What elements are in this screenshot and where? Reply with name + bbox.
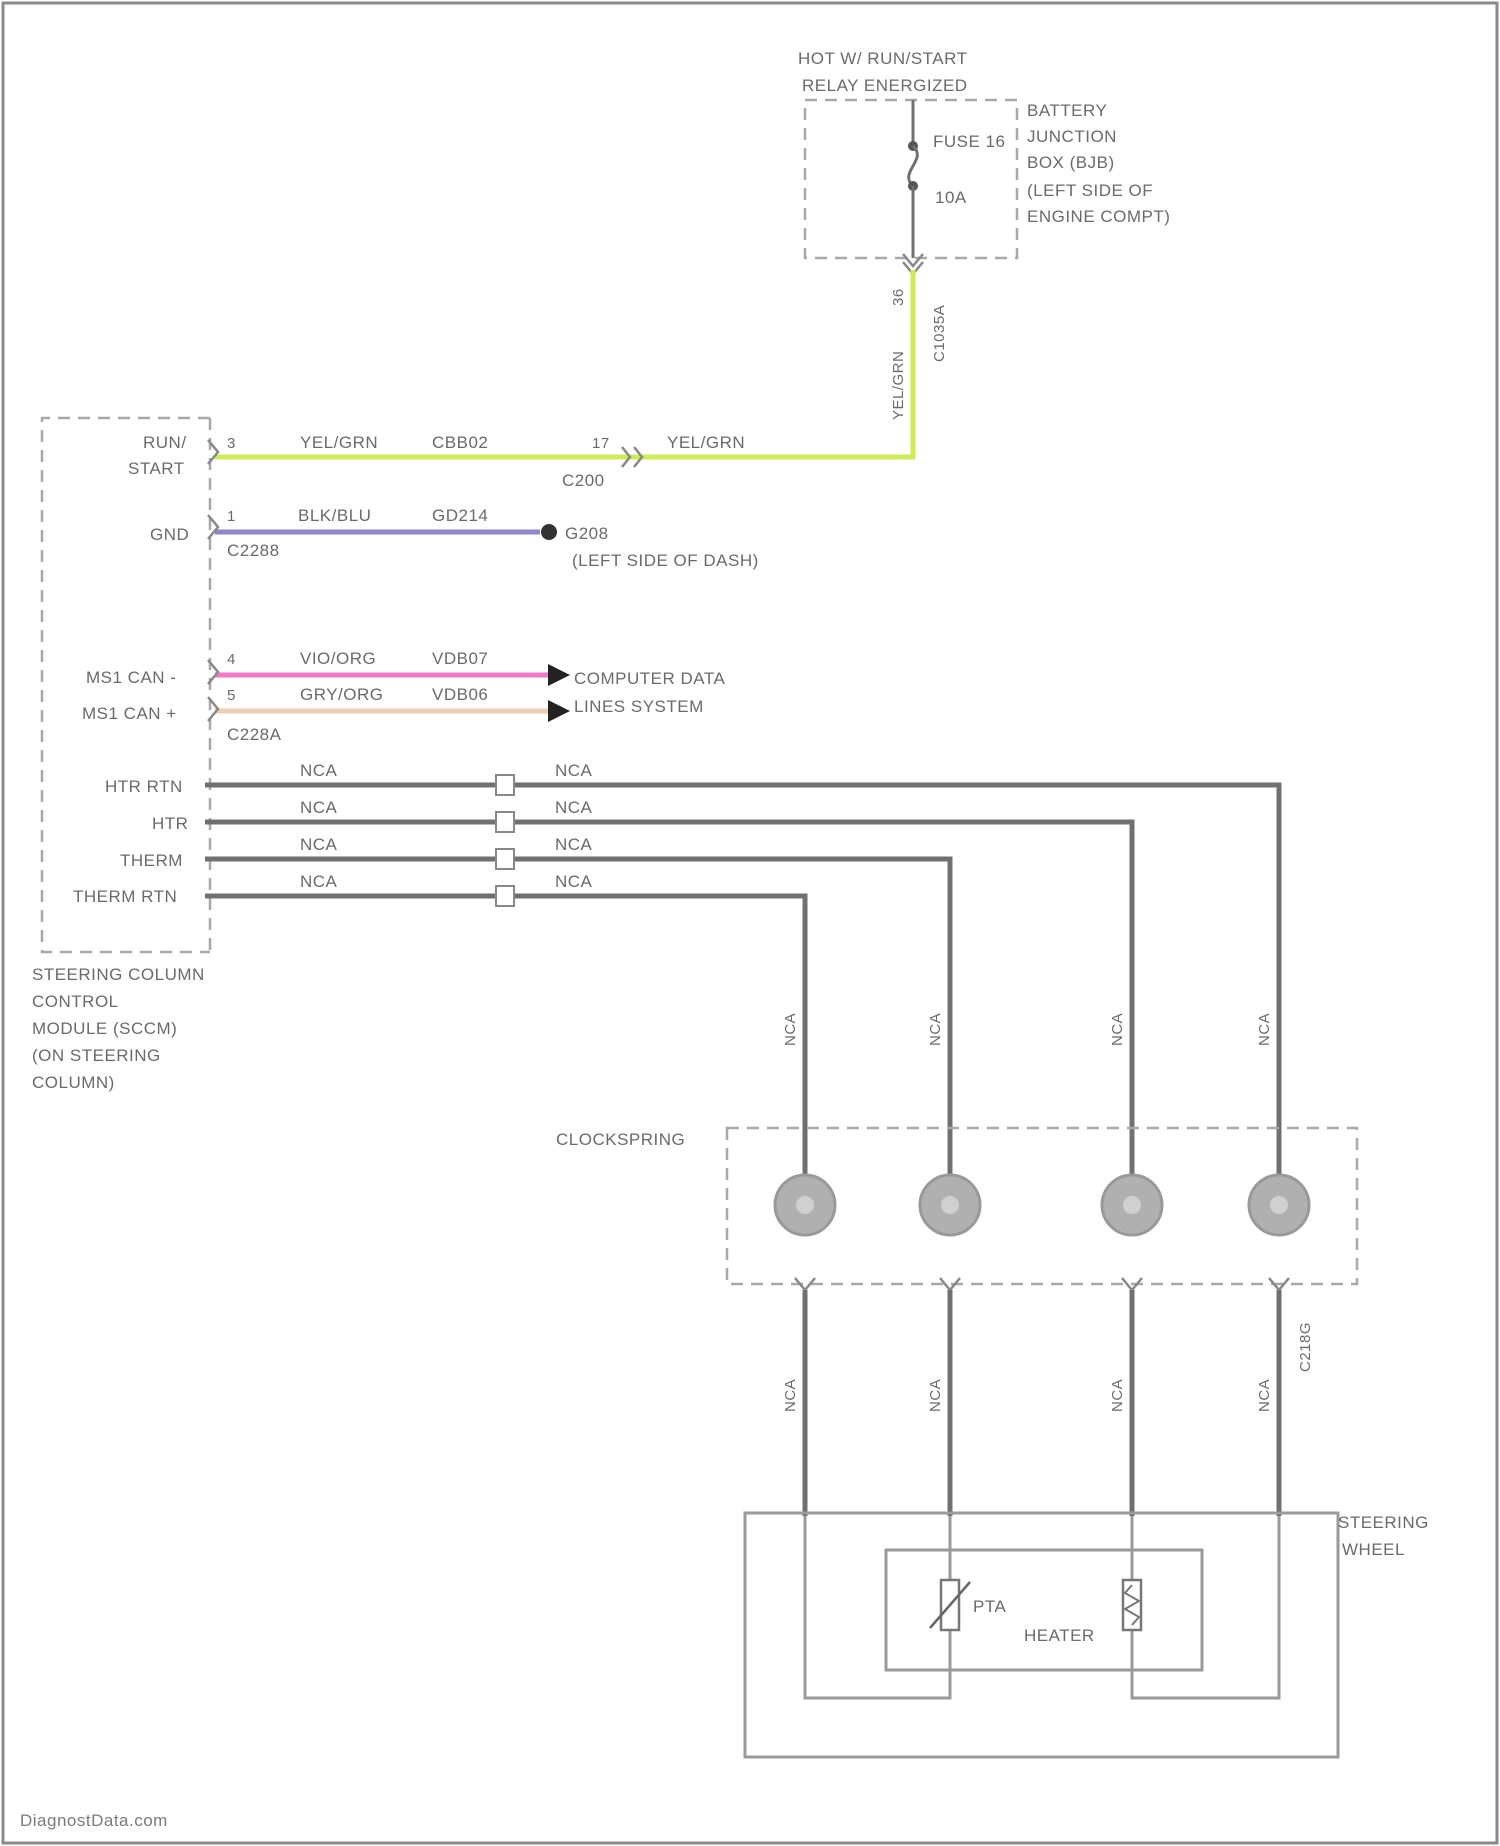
nca-vertical-label: NCA (927, 1013, 944, 1046)
nca-label: NCA (555, 835, 593, 854)
htr-label: HTR (152, 814, 188, 833)
can-minus-pin: 4 (227, 651, 236, 668)
fuse-symbol (909, 146, 918, 186)
nca-label: NCA (555, 798, 593, 817)
nca-label: NCA (555, 761, 593, 780)
run-label: RUN/ (143, 433, 187, 452)
data-lines-label-1: COMPUTER DATA (574, 669, 725, 688)
can-minus-arrow (548, 664, 570, 686)
nca-label: NCA (300, 835, 338, 854)
gnd-connector: C2288 (227, 541, 280, 560)
clockspring-label: CLOCKSPRING (556, 1130, 685, 1149)
vertical-connector: C1035A (931, 305, 948, 362)
nca-lower-label: NCA (1109, 1379, 1126, 1412)
gnd-circuit-id: GD214 (432, 506, 488, 525)
run-start-wire-color-2: YEL/GRN (667, 433, 745, 452)
nca-vertical-label: NCA (782, 1013, 799, 1046)
steering-wheel-label-2: WHEEL (1342, 1540, 1405, 1559)
nca-label: NCA (555, 872, 593, 891)
ptc-label: PTA (973, 1597, 1006, 1616)
can-plus-arrow (548, 700, 570, 722)
data-lines-label-2: LINES SYSTEM (574, 697, 704, 716)
htr-rtn-label: HTR RTN (105, 777, 183, 796)
heater-circuits: NCA NCA NCA NCA NCA NCA NCA NCA NCA NCA … (205, 761, 1279, 1190)
clockspring-coil-hub (1270, 1196, 1288, 1214)
can-minus-label: MS1 CAN - (86, 668, 176, 687)
hot-label-line1: HOT W/ RUN/START (798, 49, 968, 68)
can-plus-label: MS1 CAN + (82, 704, 177, 723)
watermark: DiagnostData.com (20, 1811, 168, 1830)
can-minus-pin-connector (208, 660, 218, 684)
nca-lower-label: NCA (927, 1379, 944, 1412)
c200-label: C200 (562, 471, 605, 490)
therm-rtn-label: THERM RTN (73, 887, 177, 906)
steering-wheel-label-1: STEERING (1338, 1513, 1429, 1532)
gnd-pin: 1 (227, 508, 236, 525)
can-plus-circuit: VDB06 (432, 685, 488, 704)
run-start-circuit-id: CBB02 (432, 433, 488, 452)
nca-label: NCA (300, 798, 338, 817)
inline-connector-3 (496, 849, 514, 869)
inline-connector-4 (496, 886, 514, 906)
bjb-label-5: ENGINE COMPT) (1027, 207, 1170, 226)
battery-junction-box: HOT W/ RUN/START RELAY ENERGIZED FUSE 16… (798, 49, 1170, 274)
clockspring: CLOCKSPRING C218G NCA NCA NCA NCA (556, 1128, 1357, 1516)
gnd-wire-color: BLK/BLU (298, 506, 371, 525)
steering-column-control-module: RUN/ START GND MS1 CAN - MS1 CAN + HTR R… (32, 418, 210, 1092)
can-plus-color: GRY/ORG (300, 685, 383, 704)
vertical-pin: 36 (890, 288, 907, 306)
run-start-wire-color: YEL/GRN (300, 433, 378, 452)
heater-label: HEATER (1024, 1626, 1095, 1645)
gnd-label: GND (150, 525, 189, 544)
nca-lower-label: NCA (782, 1379, 799, 1412)
hot-label-line2: RELAY ENERGIZED (802, 76, 968, 95)
run-start-pin-connector (208, 440, 218, 464)
module-label-3: MODULE (SCCM) (32, 1019, 177, 1038)
clockspring-coil-hub (941, 1196, 959, 1214)
bjb-outline (805, 100, 1017, 258)
c200-pin: 17 (592, 435, 610, 452)
therm-label: THERM (120, 851, 183, 870)
run-start-pin: 3 (227, 435, 236, 452)
bjb-label-4: (LEFT SIDE OF (1027, 181, 1153, 200)
fuse-label: FUSE 16 (933, 132, 1005, 151)
clockspring-coil-hub (796, 1196, 814, 1214)
clockspring-connector-id: C218G (1297, 1322, 1314, 1372)
bjb-label-1: BATTERY (1027, 101, 1107, 120)
can-connector: C228A (227, 725, 282, 744)
bjb-label-2: JUNCTION (1027, 127, 1117, 146)
can-minus-color: VIO/ORG (300, 649, 376, 668)
vertical-wire-color: YEL/GRN (890, 351, 907, 420)
inline-connector-1 (496, 775, 514, 795)
fuse-rating: 10A (935, 188, 967, 207)
ground-id: G208 (565, 524, 609, 543)
can-plus-pin: 5 (227, 687, 236, 704)
nca-label: NCA (300, 761, 338, 780)
clockspring-coil-hub (1123, 1196, 1141, 1214)
bjb-label-3: BOX (BJB) (1027, 153, 1115, 172)
module-label-4: (ON STEERING (32, 1046, 161, 1065)
nca-vertical-label: NCA (1256, 1013, 1273, 1046)
can-bus: 4 VIO/ORG VDB07 5 GRY/ORG VDB06 C228A CO… (208, 649, 725, 744)
ground-circuit: 1 BLK/BLU GD214 C2288 G208 (LEFT SIDE OF… (208, 506, 759, 570)
heater-element-box (886, 1550, 1202, 1670)
inline-connector-2 (496, 812, 514, 832)
ground-point (541, 524, 557, 540)
run-start-feed: YEL/GRN 36 C1035A (890, 270, 948, 456)
ground-location: (LEFT SIDE OF DASH) (572, 551, 759, 570)
nca-vertical-label: NCA (1109, 1013, 1126, 1046)
steering-wheel: STEERING WHEEL PTA HEATER (745, 1513, 1429, 1757)
module-label-5: COLUMN) (32, 1073, 115, 1092)
module-label-2: CONTROL (32, 992, 119, 1011)
run-start-circuit: 3 YEL/GRN CBB02 17 C200 YEL/GRN (208, 433, 913, 490)
module-label-1: STEERING COLUMN (32, 965, 205, 984)
can-minus-circuit: VDB07 (432, 649, 488, 668)
nca-label: NCA (300, 872, 338, 891)
start-label: START (128, 459, 185, 478)
therm-rtn-wire (205, 896, 805, 1190)
page-border (3, 3, 1497, 1843)
nca-lower-label: NCA (1256, 1379, 1273, 1412)
